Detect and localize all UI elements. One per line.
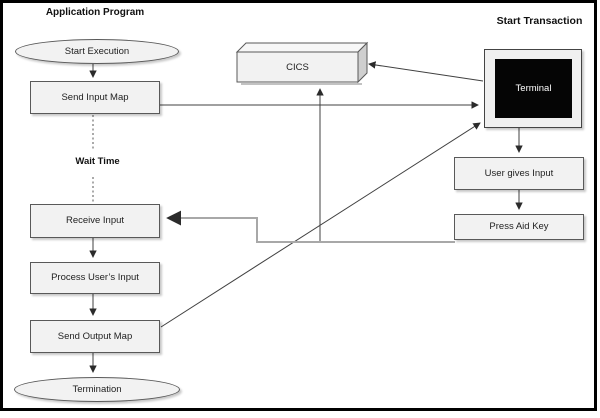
cics-front-face xyxy=(236,51,359,83)
cics-3d-box xyxy=(235,41,369,85)
label-wait-time: Wait Time xyxy=(75,156,120,167)
node-cics-label: CICS xyxy=(286,61,309,73)
edge-terminal-to-cics xyxy=(368,61,484,82)
node-send-output-map-label: Send Output Map xyxy=(57,330,133,342)
node-press-aid-key-label: Press Aid Key xyxy=(489,221,549,233)
node-process-users-input: Process User’s Input xyxy=(30,262,160,294)
node-process-users-input-label: Process User’s Input xyxy=(51,272,139,284)
node-terminal-label: Terminal xyxy=(515,83,552,94)
node-press-aid-key: Press Aid Key xyxy=(454,214,584,240)
node-user-gives-input: User gives Input xyxy=(454,157,584,190)
edge-press-aid-key-to-receive-input xyxy=(166,210,455,243)
title-application-program: Application Program xyxy=(45,7,145,18)
node-receive-input: Receive Input xyxy=(30,204,160,238)
node-termination: Termination xyxy=(14,377,180,402)
node-termination-label: Termination xyxy=(72,383,122,395)
cics-top-face xyxy=(235,42,369,53)
terminal-screen: Terminal xyxy=(495,59,572,118)
node-user-gives-input-label: User gives Input xyxy=(484,167,554,179)
node-send-output-map: Send Output Map xyxy=(30,320,160,353)
node-start-execution-label: Start Execution xyxy=(64,45,130,57)
terminal-monitor: Terminal xyxy=(484,49,582,128)
node-start-execution: Start Execution xyxy=(15,39,179,64)
title-start-transaction: Start Transaction xyxy=(496,15,583,27)
node-send-input-map-label: Send Input Map xyxy=(61,91,129,103)
node-cics: CICS xyxy=(237,52,358,82)
node-receive-input-label: Receive Input xyxy=(65,215,125,227)
node-send-input-map: Send Input Map xyxy=(30,81,160,114)
